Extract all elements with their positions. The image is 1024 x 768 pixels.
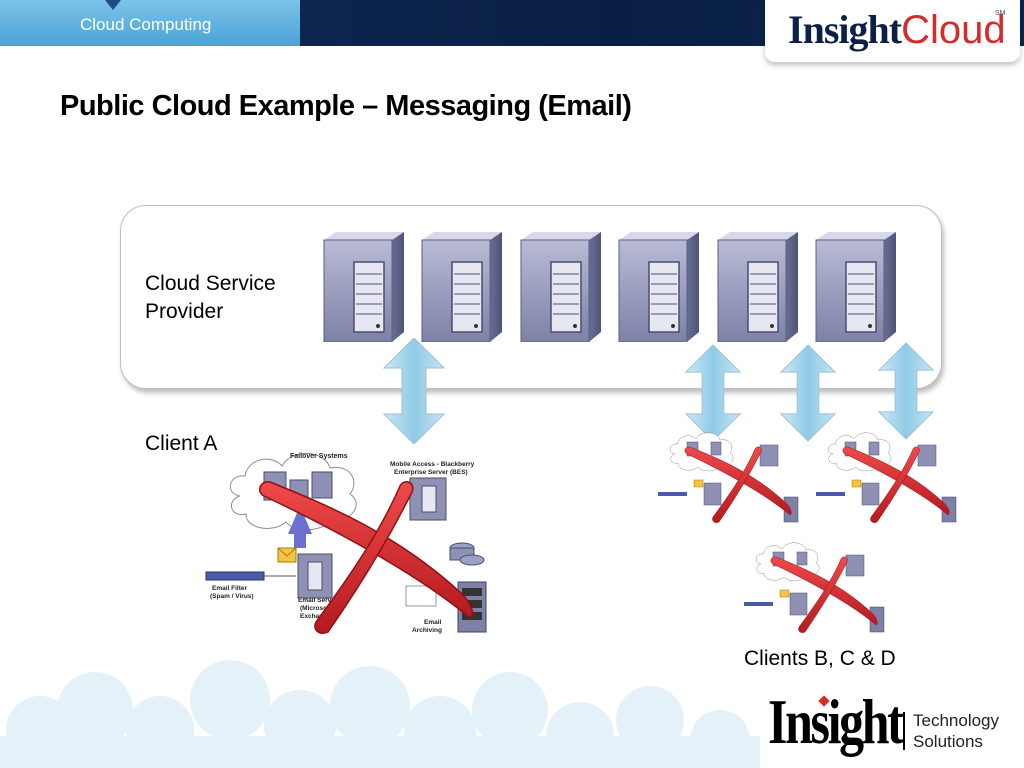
double-arrow-icon [382,338,446,444]
double-arrow-icon [779,344,837,442]
footer-divider [903,712,905,750]
mobile-access-label-1: Mobile Access - Blackberry [390,461,475,468]
brand-logo-box [765,0,1020,62]
slide-title: Public Cloud Example – Messaging (Email) [60,90,632,122]
email-filter-label-1: Email Filter [212,585,248,592]
provider-label-line2: Provider [145,300,224,323]
brand-trademark: SM [995,10,1006,17]
brand-logo-cloud: Cloud [901,8,1006,52]
email-server-label-1: Email Server [298,597,338,604]
server-icon [520,232,601,342]
footer-tagline: Technology Solutions [913,710,999,752]
server-icon [323,232,404,342]
brand-logo-insight: Insight [788,7,902,52]
archiving-label-1: Email [424,619,442,626]
provider-label-line1: Cloud Service [145,272,276,295]
section-label: Cloud Computing [80,15,212,34]
client-d-diagram [744,542,885,633]
server-icon [717,232,798,342]
client-b-diagram [658,432,799,523]
email-server-label-3: Exchange) [300,613,333,620]
server-icon [815,232,896,342]
server-icon [421,232,502,342]
double-arrow-icon [877,342,935,440]
server-icon [618,232,699,342]
email-server-label-2: (Microsoft [300,605,332,612]
section-tab: Cloud Computing [0,0,300,46]
decorative-clouds [0,660,760,768]
mobile-access-label-2: Enterprise Server (BES) [394,469,468,476]
provider-label: Cloud Service Provider [145,270,305,326]
email-filter-label-2: (Spam / Virus) [210,593,254,600]
red-x-icon [259,481,474,634]
brand-logo: InsightCloud [788,7,1006,53]
failover-label: Failover Systems [290,453,348,460]
footer-tagline-line1: Technology [913,711,1000,730]
client-a-label: Client A [145,432,218,455]
clients-bcd-label: Clients B, C & D [744,647,896,670]
client-a-diagram: Failover Systems Mobile Access - Blackbe… [205,453,487,634]
tab-notch [105,0,121,10]
client-c-diagram [816,432,957,523]
footer-logo-insight: Insight [768,686,904,757]
archiving-label-2: Archiving [412,627,442,634]
footer-tagline-line2: Solutions [913,732,983,751]
